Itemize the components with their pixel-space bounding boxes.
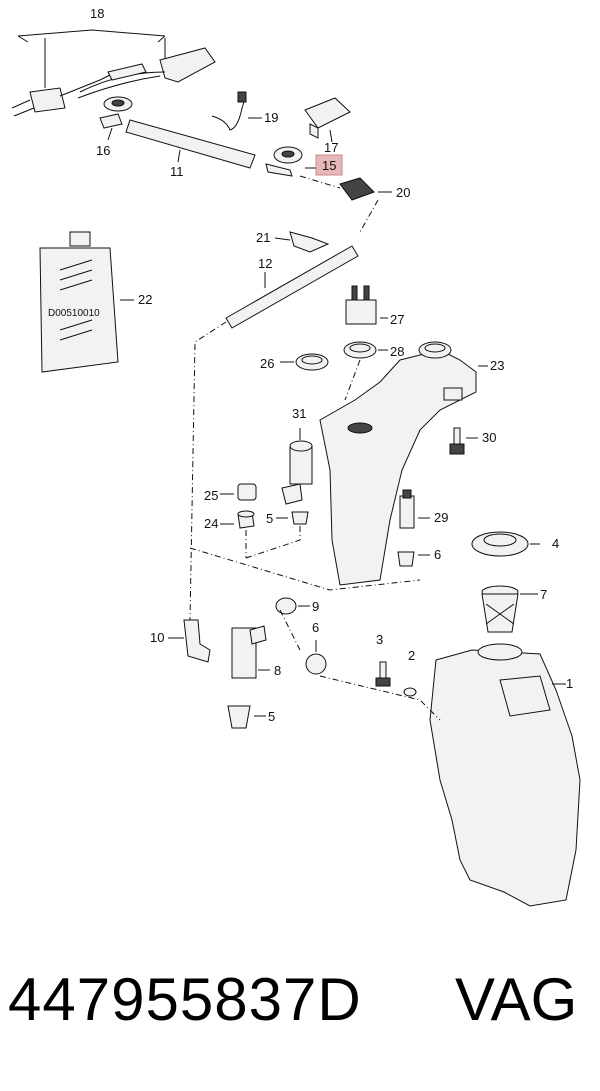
part-26-grommet — [280, 353, 361, 401]
callout-4: 4 — [552, 536, 559, 551]
callout-21: 21 — [256, 230, 270, 245]
part-31-washer-pump — [281, 428, 313, 505]
part-5-grommet-upper — [245, 511, 309, 559]
callout-1: 1 — [566, 676, 573, 691]
part-30-bolt — [449, 427, 478, 455]
part-2-washer — [403, 687, 417, 697]
callout-20: 20 — [396, 185, 410, 200]
callout-11: 11 — [170, 164, 184, 179]
callout-27: 27 — [390, 312, 404, 327]
part-11-hose — [125, 119, 256, 169]
callout-5-upper: 5 — [266, 511, 273, 526]
part-23-filler-neck-reservoir — [319, 341, 488, 586]
callout-7: 7 — [540, 587, 547, 602]
callout-26: 26 — [260, 356, 274, 371]
part-29-sensor — [399, 489, 430, 529]
callout-8: 8 — [274, 663, 281, 678]
part-16-washer-jet — [99, 96, 133, 141]
part-number: 447955837D — [8, 966, 362, 1033]
callout-28: 28 — [390, 344, 404, 359]
part-15-washer-jet — [265, 146, 318, 177]
part-27-level-sensor — [345, 285, 388, 325]
part-7-strainer — [481, 585, 538, 633]
part-20-connector — [299, 175, 392, 201]
part-24-grommet — [220, 510, 255, 529]
callout-31: 31 — [292, 406, 306, 421]
callout-15-highlight — [315, 154, 343, 176]
part-3-bolt — [375, 661, 391, 687]
callout-29: 29 — [434, 510, 448, 525]
callout-12: 12 — [258, 256, 272, 271]
part-9-grommet — [275, 597, 310, 615]
callout-2: 2 — [408, 648, 415, 663]
part-5-grommet-lower — [227, 705, 266, 729]
part-25-plug — [220, 483, 257, 501]
callout-19: 19 — [264, 110, 278, 125]
callout-10: 10 — [150, 630, 164, 645]
callout-15: 15 — [322, 158, 336, 173]
part-21-clip — [274, 231, 330, 253]
part-19-wire — [211, 91, 262, 131]
callout-5-lower: 5 — [268, 709, 275, 724]
assembly-lines — [189, 547, 441, 721]
callout-9: 9 — [312, 599, 319, 614]
bottle-code: D00510010 — [48, 308, 100, 319]
part-28-seal — [343, 341, 388, 359]
callout-6-lower: 6 — [312, 620, 319, 635]
callout-18: 18 — [90, 6, 104, 21]
brand-name: VAG — [455, 966, 578, 1033]
part-8-pump-lower — [231, 625, 270, 679]
callout-24: 24 — [204, 516, 218, 531]
part-6-grommet-lower — [305, 640, 327, 675]
part-1-washer-reservoir — [429, 643, 581, 907]
part-18-wiring-harness — [11, 29, 216, 117]
callout-17: 17 — [324, 140, 338, 155]
callout-30: 30 — [482, 430, 496, 445]
callout-16: 16 — [96, 143, 110, 158]
callout-labels: 18 19 17 16 11 15 20 21 12 22 27 28 26 2… — [48, 6, 573, 724]
callout-22: 22 — [138, 292, 152, 307]
callout-23: 23 — [490, 358, 504, 373]
part-6-grommet-right — [397, 551, 430, 567]
part-22-fluid-bottle — [39, 231, 134, 373]
callout-25: 25 — [204, 488, 218, 503]
part-12-hose — [189, 199, 379, 621]
callout-6-right: 6 — [434, 547, 441, 562]
part-4-filler-cap — [471, 531, 540, 557]
part-10-elbow-hose — [168, 619, 211, 663]
callout-3: 3 — [376, 632, 383, 647]
part-17-cap — [304, 97, 351, 143]
